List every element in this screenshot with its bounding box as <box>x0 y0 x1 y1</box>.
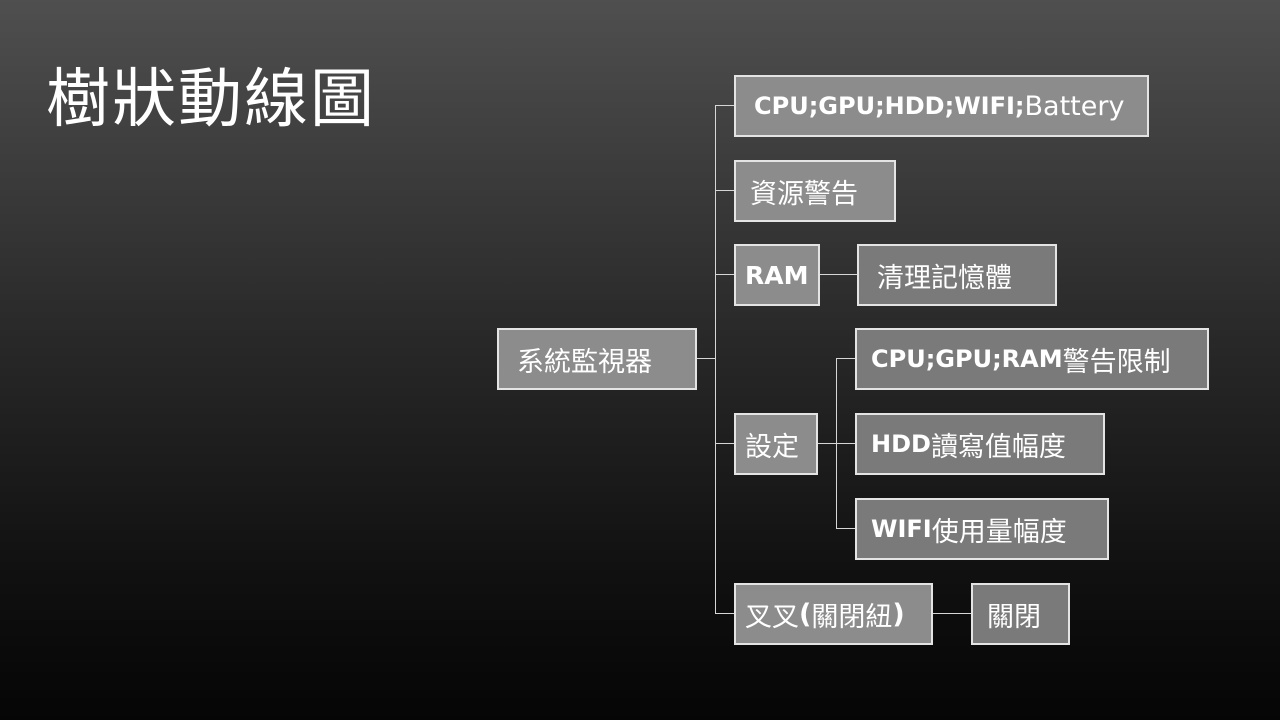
connector-settings-child-2 <box>836 443 856 444</box>
close-x-paren-close: ) <box>892 598 905 630</box>
resource-warning-label: 資源警告 <box>750 178 858 210</box>
connector-close-x <box>715 613 735 614</box>
connector-settings-child-1 <box>836 358 856 359</box>
settings-child-3-bold: WIFI <box>871 515 932 543</box>
close-node: 關閉 <box>971 583 1070 645</box>
close-x-label-inner: 關閉紐 <box>811 601 893 633</box>
settings-node: 設定 <box>734 413 818 475</box>
connector-ram-clean <box>819 274 858 275</box>
settings-child-2-bold: HDD <box>871 430 931 458</box>
connector-close <box>932 613 972 614</box>
resource-warning-node: 資源警告 <box>734 160 896 222</box>
connector-settings-child-3 <box>836 528 856 529</box>
root-node: 系統監視器 <box>497 328 697 390</box>
close-x-node: 叉叉(關閉紐) <box>734 583 933 645</box>
ram-clean-node: 清理記憶體 <box>857 244 1057 306</box>
settings-child-2-label: 讀寫值幅度 <box>930 431 1066 463</box>
settings-child-3-label: 使用量幅度 <box>931 516 1067 548</box>
close-x-label: 叉叉 <box>745 601 799 633</box>
connector-root-trunk <box>696 358 716 359</box>
settings-child-1-label: 警告限制 <box>1062 346 1171 378</box>
close-label: 關閉 <box>987 601 1041 633</box>
settings-label: 設定 <box>745 431 799 463</box>
page-title: 樹狀動線圖 <box>46 63 376 137</box>
ram-clean-label: 清理記憶體 <box>877 262 1012 294</box>
connector-settings <box>715 443 735 444</box>
connector-resource-warning <box>715 190 735 191</box>
ram-node: RAM <box>734 244 820 306</box>
ram-label: RAM <box>745 260 809 290</box>
root-node-label: 系統監視器 <box>517 346 652 378</box>
close-x-paren-open: ( <box>799 598 812 630</box>
connector-settings-trunk <box>817 443 836 444</box>
status-node: CPU;GPU;HDD;WIFI;Battery <box>734 75 1149 137</box>
settings-child-1-bold: CPU;GPU;RAM <box>871 345 1063 373</box>
connector-trunk <box>715 105 716 614</box>
status-node-label: Battery <box>1024 90 1125 122</box>
connector-ram <box>715 274 735 275</box>
status-node-label-bold: CPU;GPU;HDD;WIFI; <box>754 92 1025 120</box>
connector-status <box>715 105 735 106</box>
